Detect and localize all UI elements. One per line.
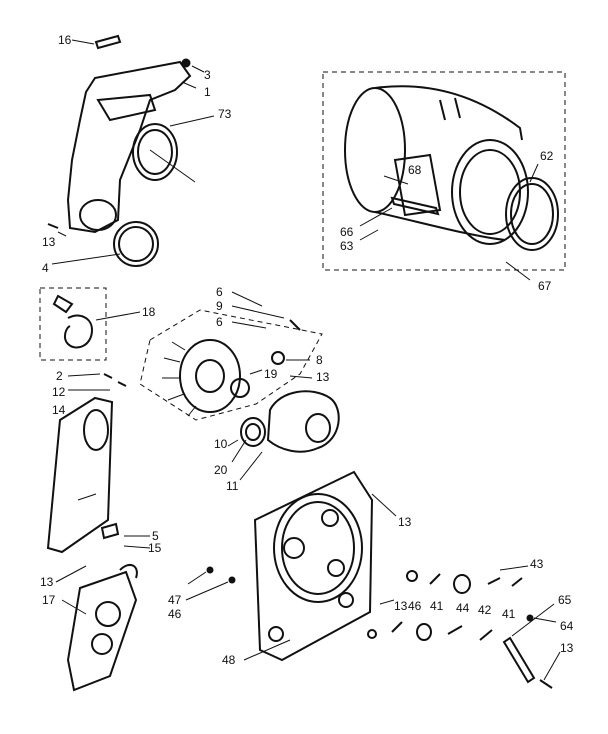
blower-assembly-box bbox=[139, 309, 323, 421]
callout-63: 63 bbox=[340, 239, 354, 253]
rear-drum-seal bbox=[505, 177, 559, 251]
callout-46a: 46 bbox=[168, 607, 182, 621]
callout-13d: 13 bbox=[398, 515, 412, 529]
callout-labels: 16 3 1 73 13 4 18 6 9 6 8 19 13 2 12 14 … bbox=[40, 33, 574, 667]
callout-11: 11 bbox=[226, 479, 239, 493]
part-18-kit-group bbox=[39, 287, 107, 361]
part-48-rear-bulkhead bbox=[253, 470, 374, 662]
callout-13c: 13 bbox=[40, 575, 54, 589]
part-16-rod bbox=[94, 34, 122, 50]
part-11-blower-housing bbox=[266, 390, 340, 453]
callout-19: 19 bbox=[264, 367, 278, 381]
callout-8: 8 bbox=[316, 353, 323, 367]
part-18-kit-box bbox=[39, 287, 107, 361]
callout-46b: 46 bbox=[408, 599, 422, 613]
part-64-65-shaft bbox=[502, 614, 536, 684]
callout-13f: 13 bbox=[560, 641, 574, 655]
drum bbox=[344, 85, 529, 245]
callout-13a: 13 bbox=[42, 235, 56, 249]
callout-62: 62 bbox=[540, 149, 554, 163]
callout-15: 15 bbox=[148, 541, 162, 555]
part-14-duct bbox=[46, 396, 114, 554]
callout-10: 10 bbox=[214, 437, 228, 451]
callout-44: 44 bbox=[456, 601, 470, 615]
callout-41a: 41 bbox=[430, 599, 444, 613]
callout-14: 14 bbox=[52, 403, 66, 417]
callout-65: 65 bbox=[558, 593, 572, 607]
callout-5: 5 bbox=[152, 529, 159, 543]
callout-1: 1 bbox=[204, 85, 211, 99]
callout-67: 67 bbox=[538, 279, 552, 293]
callout-2: 2 bbox=[56, 369, 63, 383]
callout-6a: 6 bbox=[216, 285, 223, 299]
callout-42: 42 bbox=[478, 603, 492, 617]
part-17-idler-assembly bbox=[66, 563, 138, 692]
callout-41b: 41 bbox=[502, 607, 516, 621]
callout-73: 73 bbox=[218, 107, 232, 121]
callout-6b: 6 bbox=[216, 315, 223, 329]
part-19-hub bbox=[230, 378, 250, 398]
part-13-screw-f bbox=[539, 679, 553, 689]
bulkhead-panel bbox=[66, 60, 196, 234]
part-2-12-screws bbox=[103, 373, 127, 387]
callout-20: 20 bbox=[214, 463, 228, 477]
drum-assembly-box bbox=[322, 71, 566, 271]
leader-lines bbox=[51, 39, 561, 681]
callout-16: 16 bbox=[58, 33, 72, 47]
callout-48: 48 bbox=[222, 653, 236, 667]
drum-assembly-group bbox=[322, 71, 566, 271]
blower-assembly-group bbox=[139, 309, 340, 453]
part-73-seal bbox=[132, 123, 178, 181]
part-4-seal-ring bbox=[113, 221, 159, 267]
part-10-blower-wheel bbox=[162, 339, 241, 417]
callout-17: 17 bbox=[42, 593, 56, 607]
callout-13b: 13 bbox=[316, 370, 330, 384]
part-8-clip bbox=[271, 351, 285, 365]
bearing-parts bbox=[367, 570, 523, 641]
callout-68: 68 bbox=[408, 163, 422, 177]
callout-18: 18 bbox=[142, 305, 156, 319]
callout-66: 66 bbox=[340, 225, 354, 239]
part-20-seal bbox=[240, 417, 266, 447]
callout-3: 3 bbox=[204, 68, 211, 82]
callout-13e: 13 bbox=[394, 599, 408, 613]
callout-4: 4 bbox=[42, 261, 49, 275]
part-5-15-bracket bbox=[100, 522, 120, 540]
callout-64: 64 bbox=[560, 619, 574, 633]
part-9-spring bbox=[289, 319, 301, 331]
callout-47: 47 bbox=[168, 593, 182, 607]
part-3-nut bbox=[181, 58, 191, 68]
part-13-screw-a bbox=[47, 223, 59, 229]
callout-43: 43 bbox=[530, 557, 544, 571]
callout-12: 12 bbox=[52, 385, 66, 399]
callout-9: 9 bbox=[216, 299, 223, 313]
drum-baffle bbox=[390, 196, 440, 216]
part-47-46-fasteners bbox=[206, 566, 236, 584]
